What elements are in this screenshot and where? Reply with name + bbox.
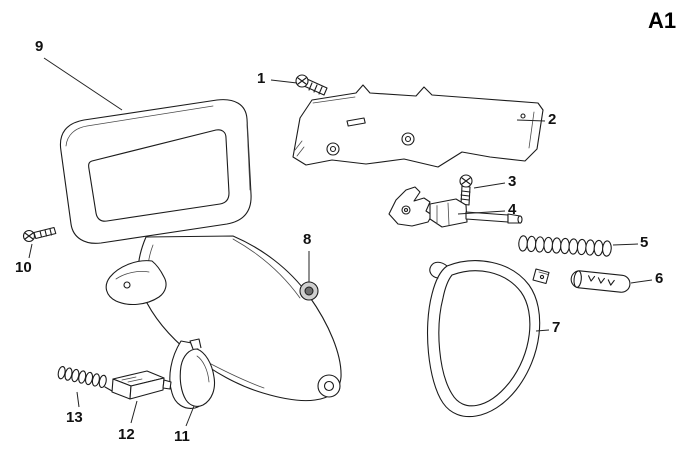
leader-line-9 bbox=[43, 57, 123, 111]
part-7-band-hook bbox=[429, 261, 448, 279]
part-9-latch-detail bbox=[105, 260, 167, 306]
leader-line-6 bbox=[630, 279, 653, 284]
part-2-fold-line bbox=[528, 111, 535, 149]
part-9-body-outline bbox=[137, 235, 342, 402]
part-9-handle-loop-opening bbox=[88, 129, 230, 222]
part-9-body-contour bbox=[232, 238, 301, 299]
part-7-band-inner bbox=[438, 270, 531, 407]
part-4-pawl-pin bbox=[403, 207, 409, 213]
part-7-clip-bolt bbox=[539, 274, 545, 280]
callout-label-9: 9 bbox=[35, 38, 44, 55]
part-4-clevis-lines bbox=[436, 202, 450, 226]
part-12-block-tab bbox=[162, 379, 172, 390]
leader-lines bbox=[28, 57, 653, 427]
callout-label-1: 1 bbox=[257, 70, 266, 87]
leader-line-13 bbox=[76, 391, 80, 408]
callout-label-11: 11 bbox=[174, 428, 190, 445]
part-3-screw-slot bbox=[461, 177, 471, 185]
leader-line-3 bbox=[473, 182, 506, 189]
leader-line-1 bbox=[270, 79, 298, 84]
leader-line-10 bbox=[28, 243, 33, 259]
part-1-screw-threads bbox=[308, 82, 323, 95]
part-5-coil bbox=[534, 236, 545, 253]
part-12-block-drawing bbox=[111, 370, 172, 400]
part-3-screw-threads bbox=[460, 190, 471, 201]
part-8-grommet-drawing bbox=[299, 281, 319, 301]
leader-line-4 bbox=[457, 210, 506, 215]
part-4-pawl-hole bbox=[401, 205, 411, 215]
part-1-screw-slot bbox=[297, 77, 307, 85]
part-9-latch-line bbox=[115, 271, 150, 280]
part-9-rim-line bbox=[65, 105, 214, 147]
part-7-brake-band-drawing bbox=[426, 260, 550, 418]
part-2-slot bbox=[346, 117, 366, 127]
callout-label-12: 12 bbox=[118, 426, 135, 443]
part-7-clip-line bbox=[538, 271, 549, 275]
part-9-rim-line bbox=[246, 123, 251, 191]
part-10-screw-threads bbox=[39, 228, 53, 238]
callout-label-13: 13 bbox=[66, 409, 83, 426]
part-6-sleeve-end bbox=[573, 270, 582, 288]
callout-label-6: 6 bbox=[655, 270, 664, 287]
part-4-pawl bbox=[388, 186, 433, 227]
leader-line-7 bbox=[535, 329, 550, 332]
part-2-edge-line bbox=[312, 96, 356, 104]
leader-line-5 bbox=[612, 243, 639, 246]
part-5-spring-drawing bbox=[518, 235, 612, 257]
part-8-grommet-inner bbox=[304, 286, 314, 296]
part-12-block-side bbox=[129, 377, 165, 400]
part-11-lever-drawing bbox=[179, 338, 216, 407]
part-2-boss bbox=[401, 132, 415, 146]
part-13-spring-tail bbox=[104, 386, 113, 392]
part-3-screw-drawing bbox=[459, 174, 473, 206]
part-12-block-hatch bbox=[121, 376, 143, 383]
callout-label-7: 7 bbox=[552, 319, 561, 336]
part-10-screw-drawing bbox=[22, 226, 57, 243]
diagram-sheet-title: A1 bbox=[648, 8, 677, 33]
leader-line-12 bbox=[130, 400, 138, 424]
leader-line-2 bbox=[516, 119, 546, 122]
part-11-lever-line bbox=[196, 355, 210, 383]
part-5-coil bbox=[593, 239, 604, 257]
part-10-screw-slot bbox=[24, 232, 34, 240]
part-6-sleeve-drawing bbox=[570, 270, 631, 293]
part-5-coil bbox=[551, 237, 562, 254]
part-10-screw-shaft bbox=[33, 226, 57, 240]
part-5-coil bbox=[526, 235, 537, 253]
part-5-coil bbox=[560, 237, 570, 255]
leader-line-11 bbox=[185, 405, 195, 427]
callout-label-8: 8 bbox=[303, 231, 312, 248]
part-11-lever-body bbox=[179, 348, 216, 407]
part-5-coil bbox=[518, 235, 528, 252]
part-2-hatch bbox=[294, 140, 305, 157]
part-5-coil bbox=[543, 236, 554, 254]
part-2-cover-plate-drawing bbox=[292, 84, 544, 168]
callout-label-4: 4 bbox=[508, 201, 517, 218]
part-2-boss-hole bbox=[404, 135, 412, 143]
part-5-coil bbox=[585, 239, 596, 256]
part-9-latch-hole bbox=[123, 281, 131, 289]
callout-label-5: 5 bbox=[640, 234, 649, 251]
part-6-knurl-marks bbox=[588, 275, 615, 286]
callout-label-10: 10 bbox=[15, 259, 32, 276]
part-2-boss-hole bbox=[329, 145, 337, 153]
part-5-coil bbox=[576, 238, 587, 256]
part-4-brake-lever-drawing bbox=[388, 186, 523, 228]
part-9-foot-hole bbox=[323, 380, 335, 392]
part-1-screw-drawing bbox=[295, 74, 328, 96]
part-2-small-hole bbox=[520, 113, 526, 119]
part-2-plate-outline bbox=[292, 84, 544, 168]
part-2-boss bbox=[326, 142, 340, 156]
part-13-coil bbox=[98, 374, 107, 389]
callout-label-2: 2 bbox=[548, 111, 557, 128]
part-11-lever-notch bbox=[189, 338, 202, 350]
part-4-rod-end bbox=[517, 215, 523, 224]
callout-label-3: 3 bbox=[508, 173, 517, 190]
part-5-coil bbox=[602, 240, 612, 257]
part-13-spring-drawing bbox=[57, 366, 107, 389]
part-5-coil bbox=[568, 238, 579, 255]
